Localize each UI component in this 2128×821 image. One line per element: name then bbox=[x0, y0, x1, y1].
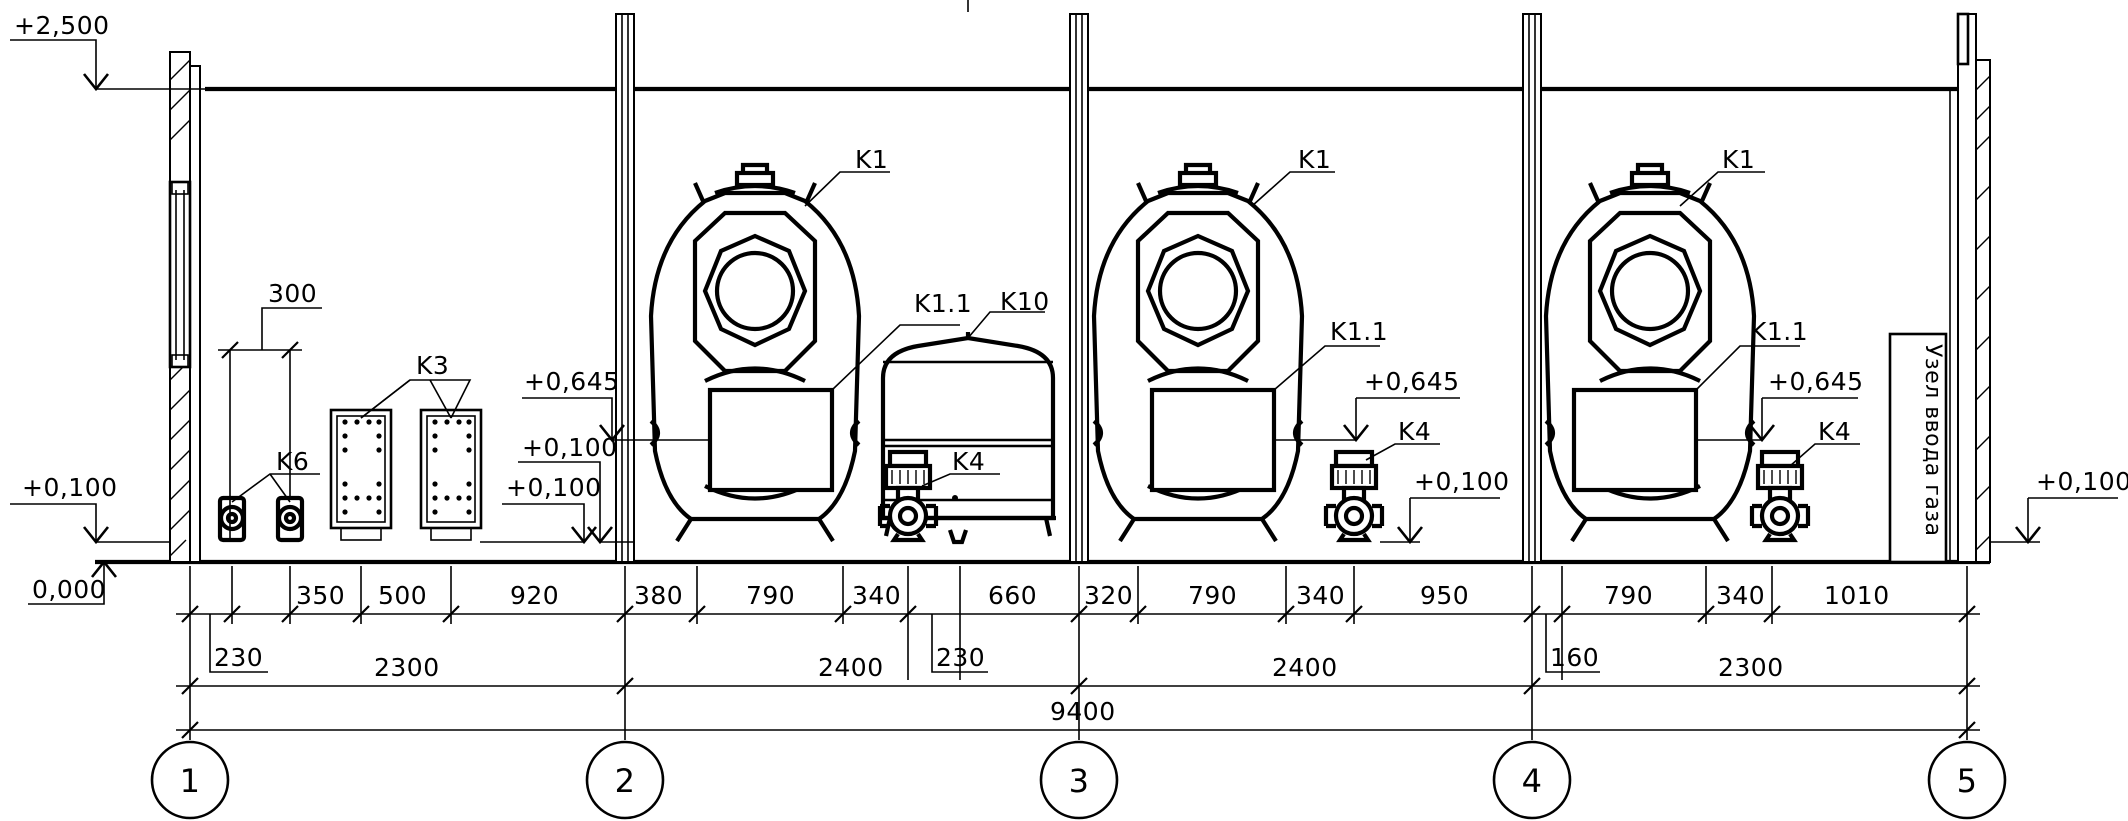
elev-right-100: +0,100 bbox=[2036, 467, 2128, 496]
heat-exchanger-k3-2 bbox=[419, 408, 483, 542]
equipment-labels: K1 K1 K1 K1.1 K1.1 K1.1 K10 K4 K4 K4 K3 … bbox=[268, 145, 1945, 537]
label-k4-bay3: K4 bbox=[1398, 417, 1431, 446]
elev-bay3-645: +0,645 bbox=[1364, 367, 1460, 396]
dim-790-b: 790 bbox=[1188, 581, 1237, 610]
dim-920: 920 bbox=[510, 581, 559, 610]
dim-320: 320 bbox=[1084, 581, 1133, 610]
dim-1010: 1010 bbox=[1824, 581, 1890, 610]
label-k1-bay4: K1 bbox=[1722, 145, 1755, 174]
label-k1-1-bay3: K1.1 bbox=[1330, 317, 1388, 346]
dim-350: 350 bbox=[296, 581, 345, 610]
pump-k4-bay3 bbox=[1326, 452, 1382, 540]
elev-bay2-645: +0,645 bbox=[524, 367, 620, 396]
pump-k6-1 bbox=[220, 498, 244, 540]
elev-zero: 0,000 bbox=[32, 575, 106, 604]
right-wall bbox=[1957, 13, 1977, 563]
dim-340-a: 340 bbox=[852, 581, 901, 610]
label-k1-1-bay2: K1.1 bbox=[914, 289, 972, 318]
column-2 bbox=[615, 13, 635, 563]
elevation-marks: +2,500 +0,100 0,000 +0,100 +0,645 +0,100… bbox=[10, 11, 2128, 605]
axis-4: 4 bbox=[1522, 762, 1543, 800]
column-3 bbox=[1069, 13, 1089, 563]
pump-k6-2 bbox=[278, 498, 302, 540]
label-k1-bay3: K1 bbox=[1298, 145, 1331, 174]
dim-950: 950 bbox=[1420, 581, 1469, 610]
column-4 bbox=[1522, 13, 1542, 563]
label-k6: K6 bbox=[276, 447, 309, 476]
elev-bay2-100: +0,100 bbox=[522, 433, 618, 462]
dim-9400: 9400 bbox=[1050, 697, 1116, 726]
gas-inlet-panel bbox=[1888, 332, 1948, 564]
dim-500: 500 bbox=[378, 581, 427, 610]
elev-bay4-645: +0,645 bbox=[1768, 367, 1864, 396]
dim-380: 380 bbox=[634, 581, 683, 610]
dim-660: 660 bbox=[988, 581, 1037, 610]
elev-top-left: +2,500 bbox=[14, 11, 110, 40]
label-dim-300: 300 bbox=[268, 279, 317, 308]
label-k4-bay2: K4 bbox=[952, 447, 985, 476]
burner-k1-1-bay3 bbox=[1149, 387, 1277, 493]
axis-bubbles: 1 2 3 4 5 bbox=[150, 740, 2007, 820]
leaders bbox=[218, 171, 1860, 540]
dim-2400-a: 2400 bbox=[818, 653, 884, 682]
dim-340-b: 340 bbox=[1296, 581, 1345, 610]
dim-230-left: 230 bbox=[214, 643, 263, 672]
axis-2: 2 bbox=[615, 762, 636, 800]
equipment bbox=[220, 165, 1948, 564]
building-frame bbox=[95, 0, 1991, 565]
axis-1: 1 bbox=[180, 762, 201, 800]
dim-790-c: 790 bbox=[1604, 581, 1653, 610]
label-k1-bay2: K1 bbox=[855, 145, 888, 174]
label-k3: K3 bbox=[416, 351, 449, 380]
burner-k1-1-bay4 bbox=[1571, 387, 1699, 493]
label-gas-inlet: Узел ввода газа bbox=[1920, 344, 1945, 537]
elev-bay3-100: +0,100 bbox=[1414, 467, 1510, 496]
dimension-labels: 350 500 920 380 790 340 660 320 790 340 … bbox=[214, 581, 1890, 726]
dim-340-c: 340 bbox=[1716, 581, 1765, 610]
dim-2300-a: 2300 bbox=[374, 653, 440, 682]
elev-k3-100: +0,100 bbox=[506, 473, 602, 502]
axis-3: 3 bbox=[1069, 762, 1090, 800]
dim-790-a: 790 bbox=[746, 581, 795, 610]
label-k1-1-bay4: K1.1 bbox=[1750, 317, 1808, 346]
left-window bbox=[168, 180, 192, 369]
dim-230-mid: 230 bbox=[936, 643, 985, 672]
dim-2400-b: 2400 bbox=[1272, 653, 1338, 682]
elev-left-100: +0,100 bbox=[22, 473, 118, 502]
pump-k4-bay4 bbox=[1752, 452, 1808, 540]
dim-160: 160 bbox=[1550, 643, 1599, 672]
label-k10: K10 bbox=[1000, 287, 1050, 316]
axis-5: 5 bbox=[1957, 762, 1978, 800]
dim-2300-b: 2300 bbox=[1718, 653, 1784, 682]
heat-exchanger-k3-1 bbox=[329, 408, 393, 542]
burner-k1-1-bay2 bbox=[707, 387, 835, 493]
label-k4-bay4: K4 bbox=[1818, 417, 1851, 446]
dimension-lines bbox=[176, 566, 1980, 740]
